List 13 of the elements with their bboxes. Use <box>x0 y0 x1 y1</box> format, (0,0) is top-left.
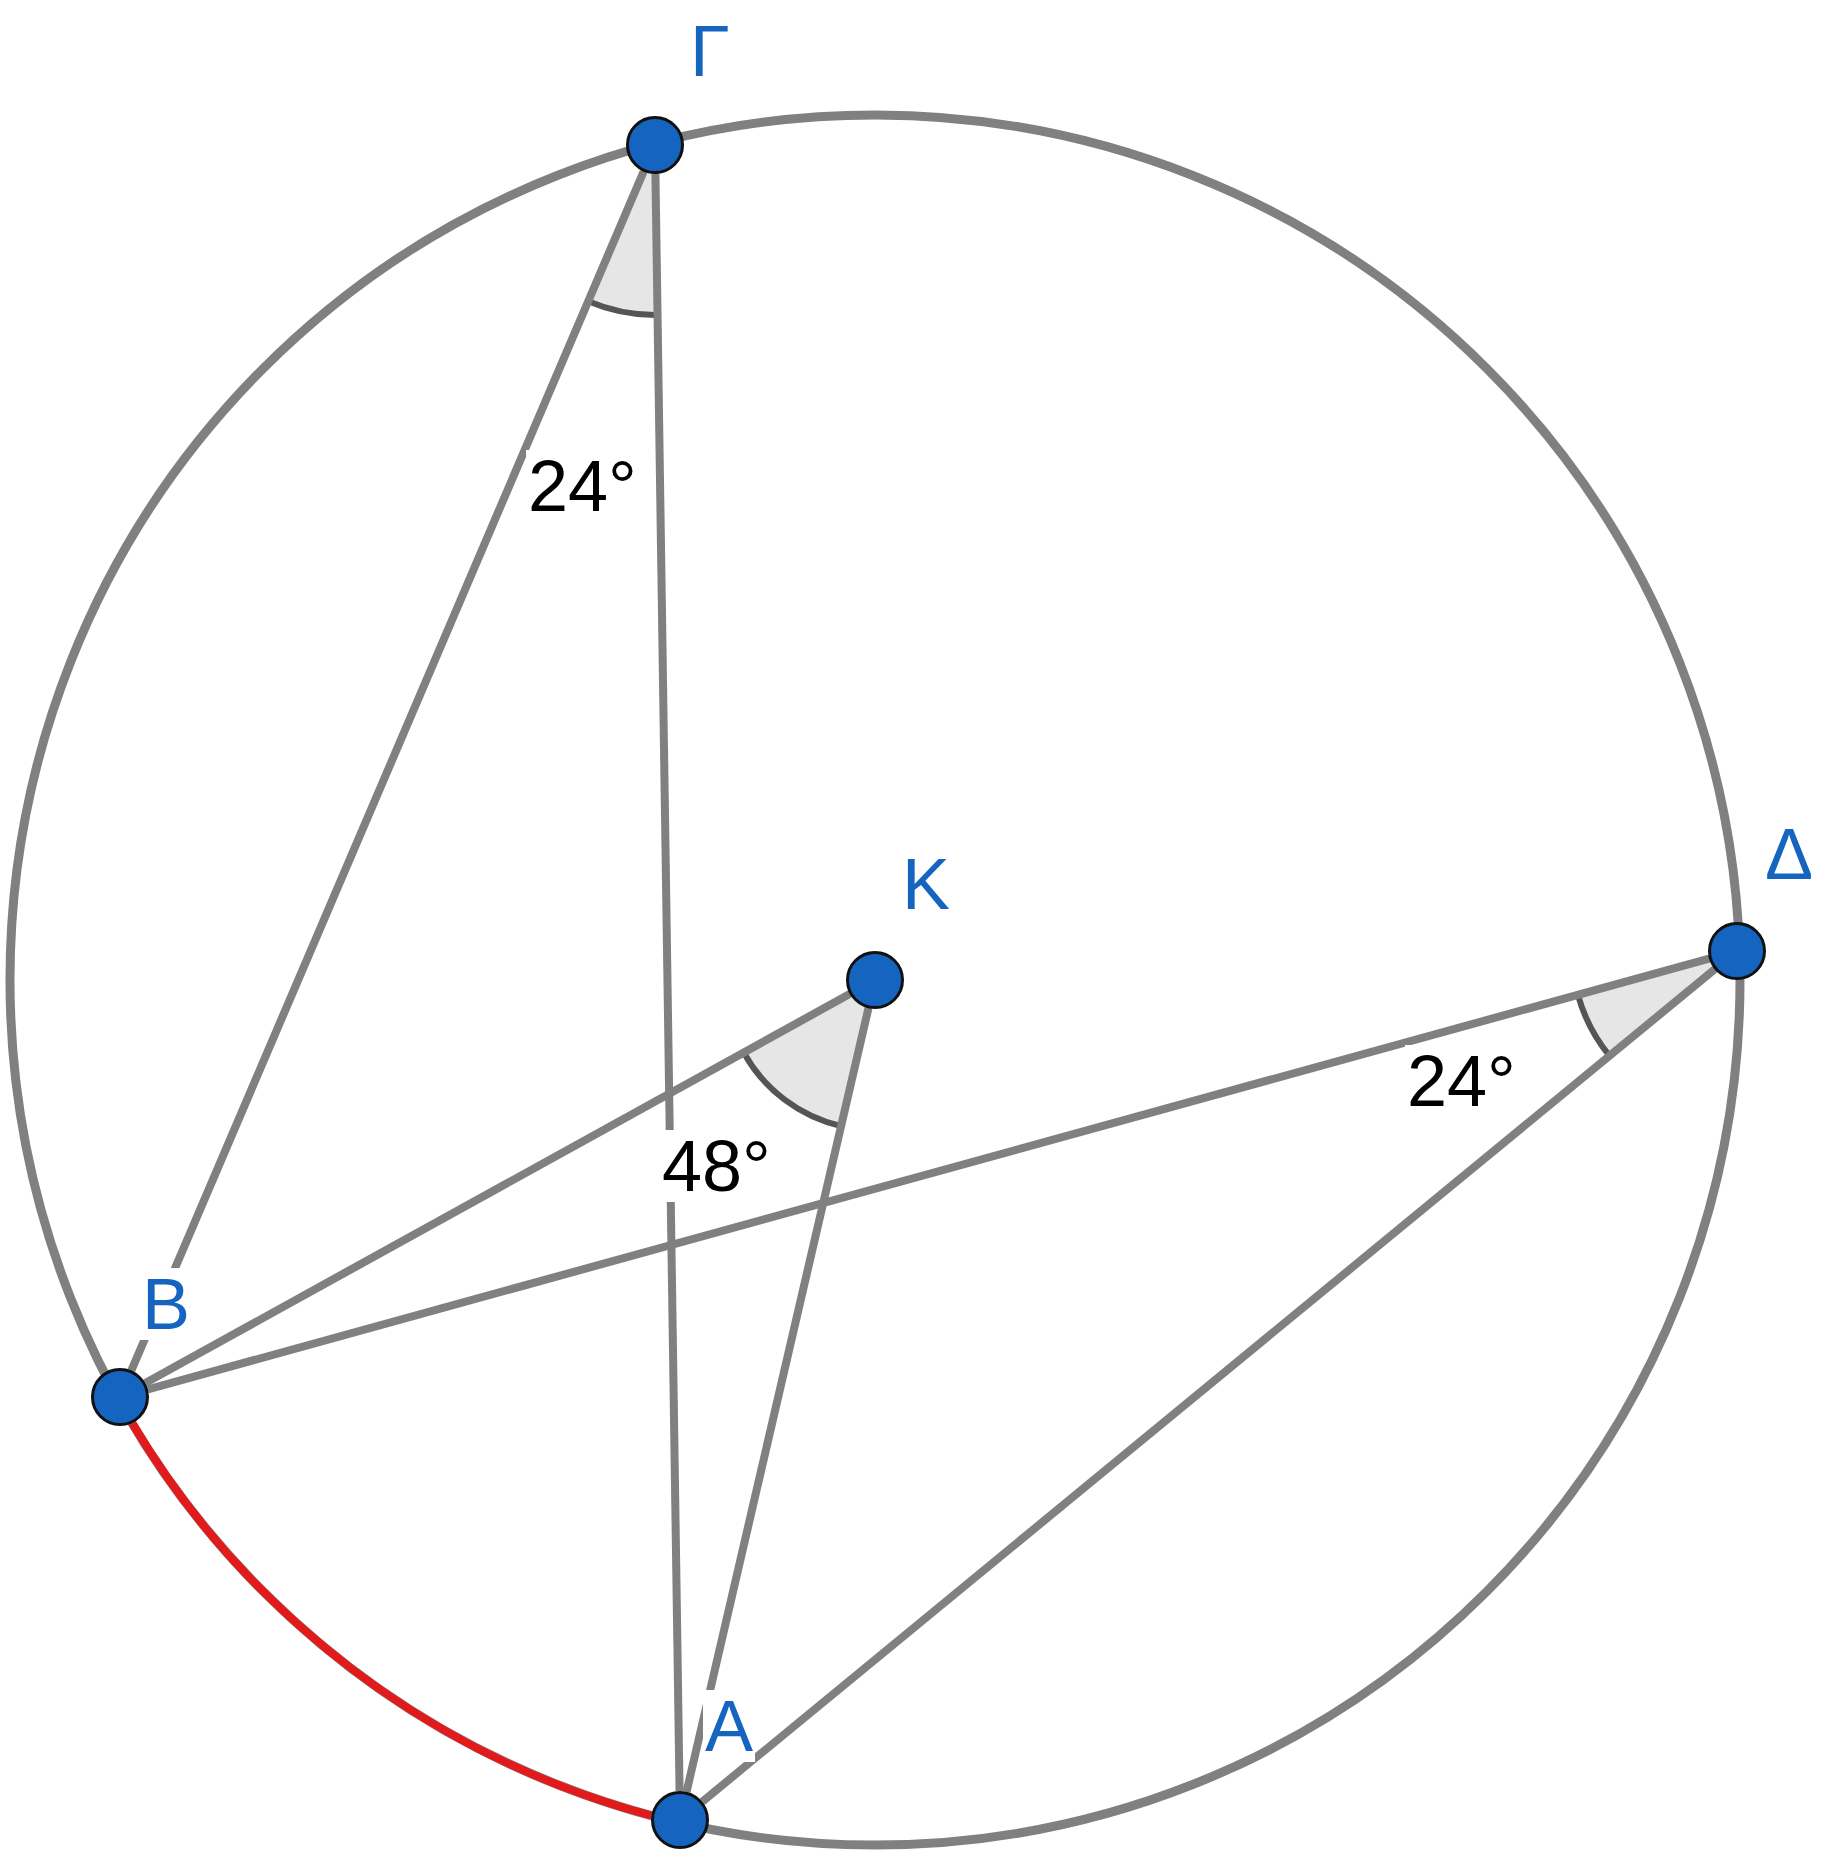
point <box>91 1368 149 1426</box>
point <box>846 951 904 1009</box>
line-segment <box>682 1007 873 1793</box>
line-segment <box>146 954 1711 1394</box>
line-segment <box>651 173 684 1792</box>
point <box>1708 922 1766 980</box>
point <box>651 1791 709 1849</box>
point <box>626 116 684 174</box>
arc <box>128 1421 653 1820</box>
line-segment <box>127 170 648 1372</box>
line-segment <box>699 966 1718 1805</box>
line-segment <box>143 990 852 1387</box>
point-label: Α <box>703 1690 756 1762</box>
